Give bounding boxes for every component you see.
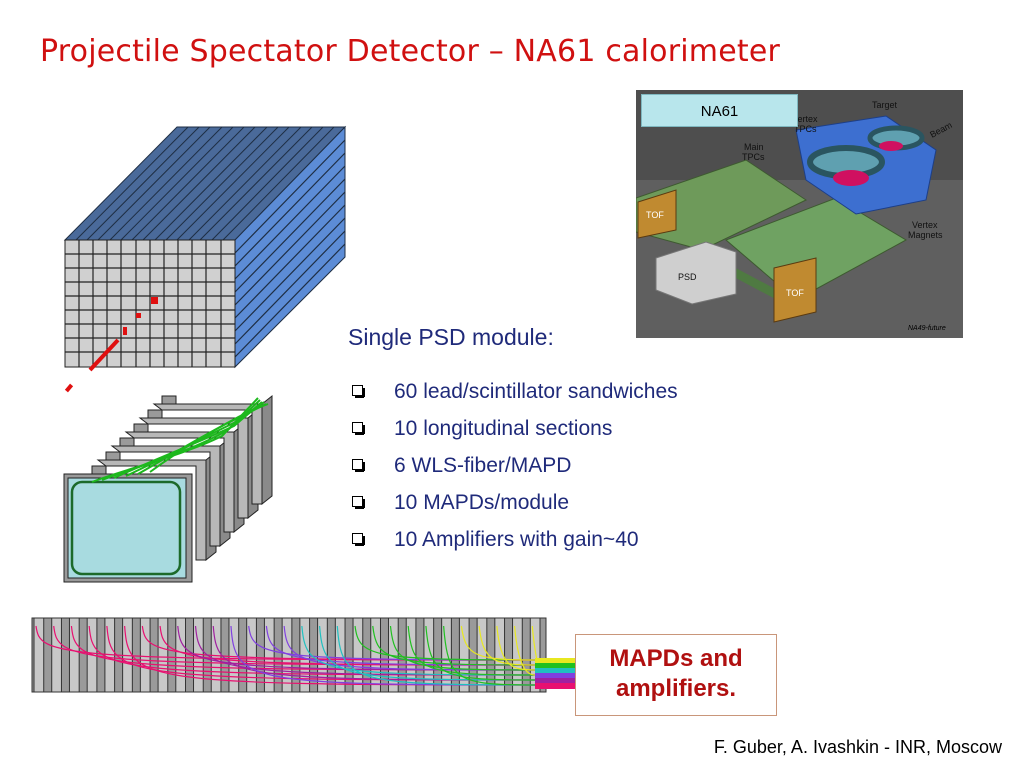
photo-label-future: NA49-future: [908, 325, 946, 332]
readout-fiber: [354, 625, 536, 661]
photo-label-tof-right: TOF: [786, 288, 804, 298]
readout-cell: [317, 617, 328, 693]
readout-fiber: [248, 625, 536, 661]
readout-cell: [405, 617, 417, 693]
author-credit: F. Guber, A. Ivashkin - INR, Moscow: [713, 737, 1002, 757]
feature-text: 6 WLS-fiber/MAPD: [394, 454, 572, 477]
mapd-label-line2: amplifiers.: [615, 675, 737, 702]
feature-item: 60 lead/scintillator sandwiches: [352, 378, 678, 415]
readout-cell: [512, 617, 523, 693]
readout-fiber: [318, 625, 536, 681]
feature-text: 60 lead/scintillator sandwiches: [394, 380, 678, 403]
readout-fiber: [389, 625, 536, 671]
readout-cell: [175, 617, 187, 693]
feature-item: 6 WLS-fiber/MAPD: [352, 452, 678, 489]
readout-cell: [68, 617, 80, 693]
readout-cell: [370, 617, 381, 693]
feature-item: 10 Amplifiers with gain~40: [352, 526, 678, 563]
feature-item: 10 MAPDs/module: [352, 489, 678, 526]
readout-cell: [51, 617, 62, 693]
readout-cell: [33, 617, 45, 693]
feature-item: 10 longitudinal sections: [352, 415, 678, 452]
readout-fiber: [443, 625, 536, 686]
checkbox-bullet-icon: [352, 533, 365, 546]
photo-badge: NA61: [641, 94, 798, 127]
readout-fiber: [336, 625, 536, 686]
readout-fiber: [230, 625, 536, 686]
readout-cell: [139, 617, 151, 693]
photo-label-vertex-magnets: Vertex: [912, 220, 938, 230]
readout-cell: [476, 617, 488, 693]
module-subheading: Single PSD module:: [348, 324, 554, 350]
readout-cell: [423, 617, 435, 693]
na61-detector-photo: Target Beam Vertex TPCs Main TPCs Vertex…: [636, 90, 963, 338]
readout-cell: [494, 617, 506, 693]
readout-cell: [334, 617, 346, 693]
readout-cell: [529, 617, 541, 693]
readout-cell: [246, 617, 257, 693]
feature-text: 10 Amplifiers with gain~40: [394, 528, 639, 551]
checkbox-bullet-icon: [352, 459, 365, 472]
readout-cell: [352, 617, 364, 693]
readout-cell: [228, 617, 240, 693]
photo-label-main-tpcs-2: TPCs: [742, 152, 765, 162]
photo-label-main-tpcs: Main: [744, 142, 764, 152]
feature-text: 10 MAPDs/module: [394, 491, 570, 514]
readout-fiber: [301, 625, 536, 676]
mapd-readout-illustration: [31, 617, 577, 693]
readout-fiber: [407, 625, 536, 676]
readout-cell: [441, 617, 452, 693]
photo-label-tof-left: TOF: [646, 210, 664, 220]
photo-label-vertex-tpcs-2: TPCs: [794, 124, 817, 134]
feature-text: 10 longitudinal sections: [394, 417, 613, 440]
slide-title: Projectile Spectator Detector – NA61 cal…: [40, 34, 781, 69]
readout-fiber: [425, 625, 536, 681]
mapd-label-line1: MAPDs and: [609, 645, 743, 672]
readout-cell: [157, 617, 169, 693]
photo-label-vertex-tpcs: Vertex: [792, 114, 818, 124]
photo-label-vertex-magnets-2: Magnets: [908, 230, 943, 240]
feature-list: 60 lead/scintillator sandwiches 10 longi…: [352, 378, 678, 563]
readout-fiber: [496, 625, 536, 671]
mapd-callout-box: MAPDs and amplifiers.: [575, 634, 777, 716]
readout-fiber: [194, 625, 536, 676]
readout-fiber: [513, 625, 536, 676]
photo-label-psd: PSD: [678, 272, 697, 282]
photo-label-target: Target: [872, 100, 898, 110]
calorimeter-block-illustration: [63, 125, 347, 393]
readout-fiber: [460, 625, 536, 661]
readout-cell: [263, 617, 275, 693]
readout-cell: [458, 617, 470, 693]
psd-module-illustration: [63, 394, 273, 583]
readout-fiber: [478, 625, 536, 666]
checkbox-bullet-icon: [352, 422, 365, 435]
readout-fiber: [372, 625, 536, 666]
checkbox-bullet-icon: [352, 496, 365, 509]
checkbox-bullet-icon: [352, 385, 365, 398]
